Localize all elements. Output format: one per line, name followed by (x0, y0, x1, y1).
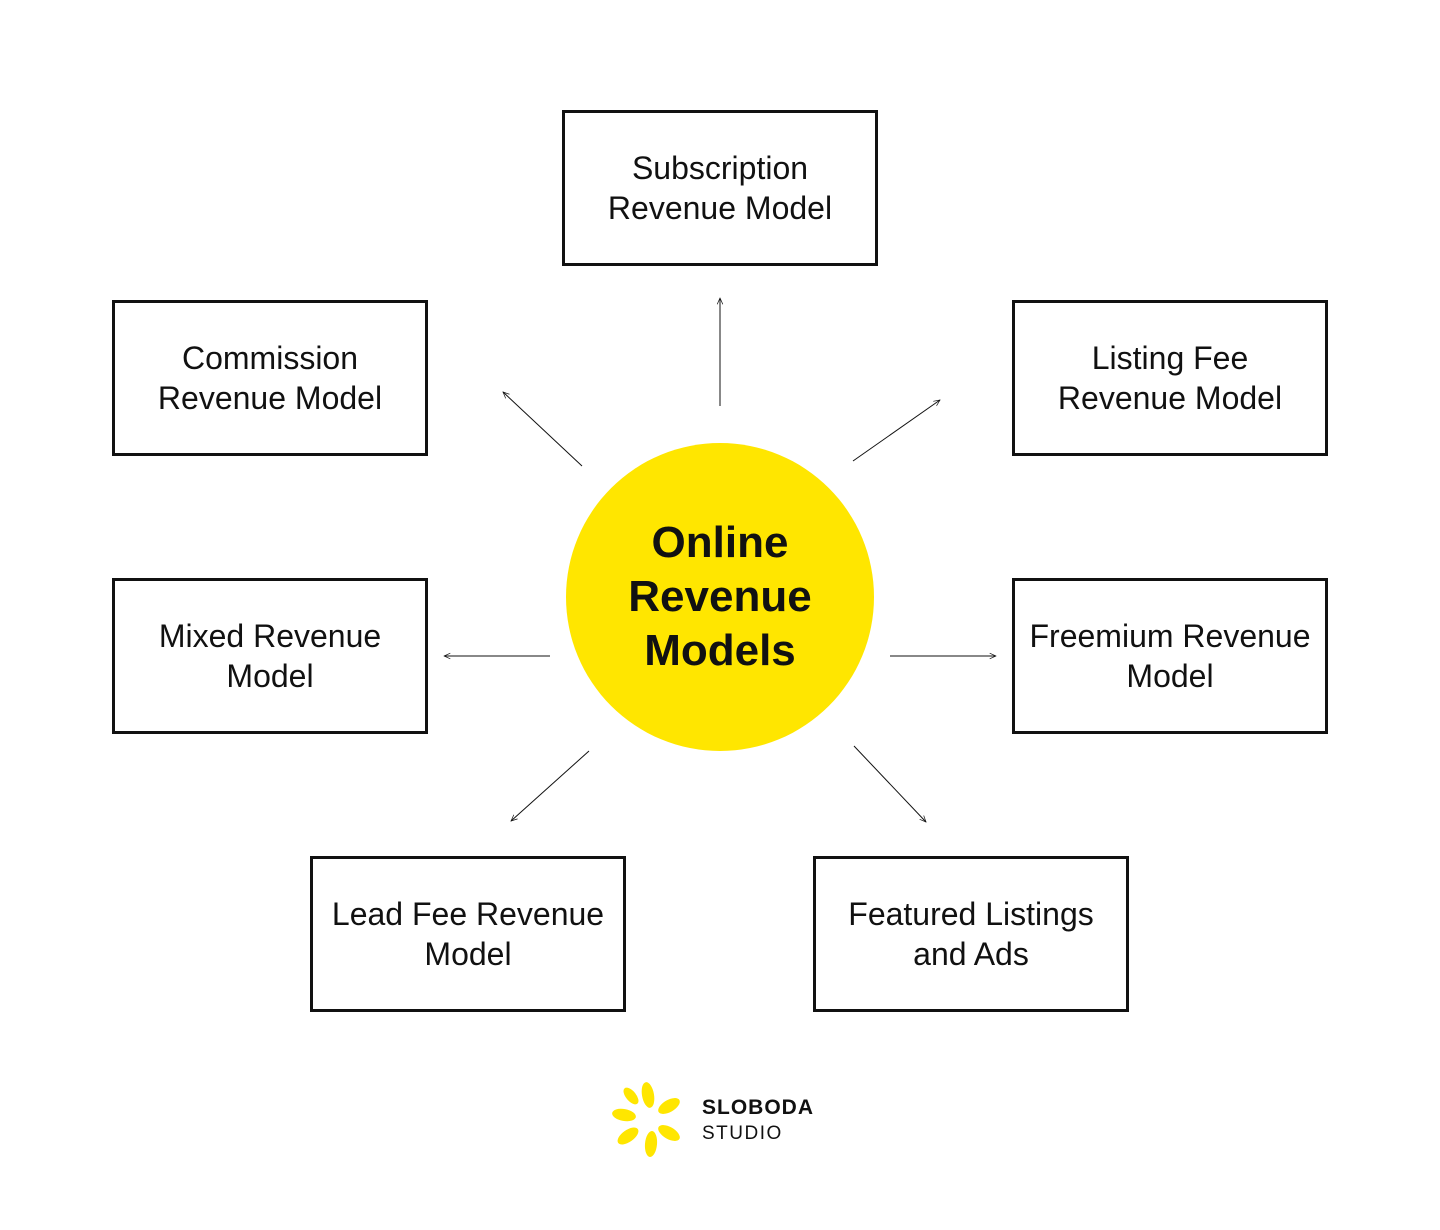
listing-fee-model-label: Listing Fee Revenue Model (1057, 340, 1283, 416)
lead-fee-model-box: Lead Fee Revenue Model (310, 856, 626, 1012)
arrow-to-commission (503, 392, 583, 467)
flower-icon (612, 1082, 680, 1157)
brand-name: SLOBODA (702, 1096, 814, 1119)
brand-logo: SLOBODA STUDIO (606, 1078, 846, 1162)
lead-fee-model-label: Lead Fee Revenue Model (331, 896, 605, 972)
listing-fee-model-box: Listing Fee Revenue Model (1012, 300, 1328, 456)
arrow-to-featured (853, 745, 926, 822)
center-title: Online Revenue Models (628, 518, 812, 675)
featured-listings-box: Featured Listings and Ads (813, 856, 1129, 1012)
subscription-model-label: Subscription Revenue Model (607, 150, 833, 226)
subscription-model-box: Subscription Revenue Model (562, 110, 878, 266)
freemium-model-label: Freemium Revenue Model (1029, 618, 1311, 694)
mixed-model-box: Mixed Revenue Model (112, 578, 428, 734)
freemium-model-box: Freemium Revenue Model (1012, 578, 1328, 734)
featured-listings-label: Featured Listings and Ads (848, 896, 1094, 972)
commission-model-box: Commission Revenue Model (112, 300, 428, 456)
center-circle: Online Revenue Models (566, 443, 874, 751)
mixed-model-label: Mixed Revenue Model (158, 618, 382, 694)
commission-model-label: Commission Revenue Model (157, 340, 383, 416)
arrow-to-listing-fee (852, 400, 940, 462)
brand-subtitle: STUDIO (702, 1123, 783, 1144)
arrow-to-lead-fee (511, 750, 590, 821)
